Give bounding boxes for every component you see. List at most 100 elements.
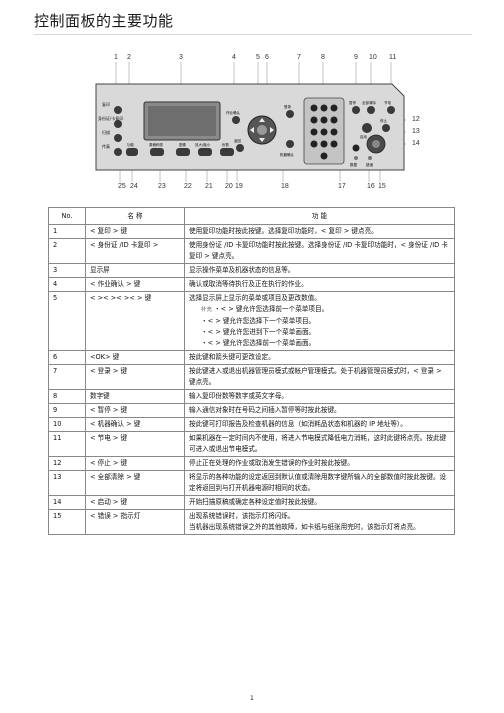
cell-function: 按此键可打印报告及检查机器的信息（如消耗品状态和机器的 IP 地址等）。 (184, 417, 455, 432)
callout-10: 10 (369, 54, 377, 61)
subitem-text: ・< > 键允许您选择下一个菜单项目。 (201, 317, 316, 325)
cell-name: < 暂停 > 键 (85, 403, 185, 418)
label-copy: 复印 (102, 101, 110, 107)
function-text: 将显示的各种功能的设定返回到默认值或清除用数字键所输入的全部数值时按此按键。设定… (189, 473, 447, 492)
control-panel-illustration: 复印 身份证/卡复印 扫描 传真 功能 原稿种类 图像 放大/缩小 份数 作业确… (95, 62, 406, 182)
label-job: 作业确认 (226, 110, 240, 115)
cell-name: < 机器确认 > 键 (85, 417, 185, 432)
table-row: 11< 节电 > 键如果机器在一定时间内不使用，将进入节电模式降低电力消耗，这时… (48, 431, 455, 457)
ok-button (257, 125, 267, 135)
table-row: 14< 启动 > 键开始扫描原稿或确定各种设定值时按此按键。 (48, 495, 455, 510)
function-text: 使用复印功能时按此按键。选择复印功能时，< 复印 > 键点亮。 (189, 227, 378, 235)
callout-6: 6 (265, 54, 269, 61)
cell-function: 开始扫描原稿或确定各种设定值时按此按键。 (184, 495, 455, 510)
cell-function: 显示操作菜单及机器状态的信息等。 (184, 263, 455, 278)
cell-no: 5 (48, 291, 86, 351)
label-data: 数据 (350, 162, 358, 167)
callout-9: 9 (354, 54, 358, 61)
label-image: 图像 (179, 142, 186, 147)
label-scan: 扫描 (102, 129, 110, 135)
function-text: 显示操作菜单及机器状态的信息等。 (189, 266, 295, 274)
label-start: 启动 (360, 134, 368, 139)
callout-2: 2 (127, 54, 131, 61)
cell-function: 如果机器在一定时间内不使用，将进入节电模式降低电力消耗，这时此键将点亮。按此键可… (184, 431, 455, 457)
callout-21: 21 (205, 183, 213, 190)
table-row: 13< 全部清除 > 键将显示的各种功能的设定返回到默认值或清除用数字键所输入的… (48, 470, 455, 496)
subitem-text: ・< > 键允许您选择前一个菜单画面。 (201, 339, 316, 347)
function-text: 按此键进入或退出机器管理员模式或帐户管理模式。处于机器管理员模式时，< 登录 >… (189, 367, 442, 386)
cell-no: 3 (48, 263, 86, 278)
label-copies: 份数 (222, 142, 229, 147)
cell-function: 输入通信对象时在号码之间插入暂停等时按此按键。 (184, 403, 455, 418)
cell-no: 13 (48, 470, 86, 496)
label-fax: 传真 (102, 143, 110, 149)
cell-function: 停止正在处理的作业或取消发生错误的作业时按此按键。 (184, 456, 455, 471)
cell-no: 7 (48, 364, 86, 390)
callout-14: 14 (412, 140, 420, 147)
cell-name: < 停止 > 键 (85, 456, 185, 471)
cell-name: < 错误 > 指示灯 (85, 509, 185, 535)
cell-no: 6 (48, 350, 86, 365)
cell-function: 按此键和箭头键可更改设定。 (184, 350, 455, 365)
label-func: 功能 (127, 142, 134, 147)
cell-name: < 作业确认 > 键 (85, 277, 185, 292)
table-body: 1< 复印 > 键使用复印功能时按此按键。选择复印功能时，< 复印 > 键点亮。… (48, 224, 455, 535)
cell-no: 8 (48, 389, 86, 404)
function-text: 按此键和箭头键可更改设定。 (189, 353, 275, 361)
table-row: 4< 作业确认 > 键确认或取消等待执行及正在执行的作业。 (48, 277, 455, 292)
cell-no: 11 (48, 431, 86, 457)
callout-3: 3 (179, 54, 183, 61)
cell-no: 15 (48, 509, 86, 535)
table-row: 12< 停止 > 键停止正在处理的作业或取消发生错误的作业时按此按键。 (48, 456, 455, 471)
supplement-tag: 补充 (201, 307, 213, 313)
cell-name: < 身份证 /ID 卡复印 > (85, 238, 185, 264)
callout-4: 4 (232, 54, 236, 61)
function-text: 当机器出现系统错误之外的其他故障，如卡纸与纸张用完时，该指示灯将点亮。 (189, 523, 420, 531)
cell-name: < 登录 > 键 (85, 364, 185, 390)
function-text: 开始扫描原稿或确定各种设定值时按此按键。 (189, 498, 321, 506)
cell-no: 12 (48, 456, 86, 471)
subitem-text: ・< > 键允许您进到下一个菜单画面。 (201, 328, 316, 336)
table-row: 6<OK> 键按此键和箭头键可更改设定。 (48, 350, 455, 365)
table-row: 10< 机器确认 > 键按此键可打印报告及检查机器的信息（如消耗品状态和机器的 … (48, 417, 455, 432)
cell-no: 14 (48, 495, 86, 510)
header-no: No. (48, 207, 86, 225)
function-text: 按此键可打印报告及检查机器的信息（如消耗品状态和机器的 IP 地址等）。 (189, 420, 407, 428)
callout-23: 23 (158, 183, 166, 190)
function-text: 选择显示屏上显示的菜单或项目及更改数值。 (189, 294, 321, 302)
callout-8: 8 (321, 54, 325, 61)
table-header-row: No. 名 称 功 能 (48, 207, 455, 225)
cell-function: 按此键进入或退出机器管理员模式或帐户管理模式。处于机器管理员模式时，< 登录 >… (184, 364, 455, 390)
cell-name: < 复印 > 键 (85, 224, 185, 239)
label-error: 错误 (366, 162, 374, 167)
label-login: 登录 (284, 104, 292, 109)
header-name: 名 称 (85, 207, 185, 225)
function-text: 使用身份证 /ID 卡复印功能时按此按键。选择身份证 /ID 卡复印功能时，< … (189, 241, 448, 260)
function-table: No. 名 称 功 能 1< 复印 > 键使用复印功能时按此按键。选择复印功能时… (48, 207, 455, 535)
cell-no: 2 (48, 238, 86, 264)
callout-15: 15 (378, 183, 386, 190)
function-text: 出现系统错误时，该指示灯将闪烁。 (189, 512, 295, 520)
cell-name: 数字键 (85, 389, 185, 404)
header-function: 功 能 (184, 207, 455, 225)
cell-name: 显示屏 (85, 263, 185, 278)
function-text: 确认或取消等待执行及正在执行的作业。 (189, 280, 308, 288)
function-text: 如果机器在一定时间内不使用，将进入节电模式降低电力消耗，这时此键将点亮。按此键可… (189, 434, 447, 453)
function-text: 输入复印份数等数字或英文字母。 (189, 392, 288, 400)
label-zoom: 放大/缩小 (195, 142, 211, 147)
cell-function: 出现系统错误时，该指示灯将闪烁。当机器出现系统错误之外的其他故障，如卡纸与纸张用… (184, 509, 455, 535)
cell-no: 9 (48, 403, 86, 418)
callout-1: 1 (114, 54, 118, 61)
subitem-text: ・< > 键允许您选择前一个菜单项目。 (214, 305, 329, 313)
cell-function: 输入复印份数等数字或英文字母。 (184, 389, 455, 404)
callout-12: 12 (412, 116, 420, 123)
callout-19: 19 (235, 183, 243, 190)
callout-18: 18 (281, 183, 289, 190)
page-number: 1 (250, 695, 254, 702)
callout-11: 11 (389, 54, 397, 61)
label-machine: 机器确认 (280, 152, 294, 157)
cell-function: 使用复印功能时按此按键。选择复印功能时，< 复印 > 键点亮。 (184, 224, 455, 239)
cell-function: 使用身份证 /ID 卡复印功能时按此按键。选择身份证 /ID 卡复印功能时，< … (184, 238, 455, 264)
title-divider (34, 34, 472, 35)
